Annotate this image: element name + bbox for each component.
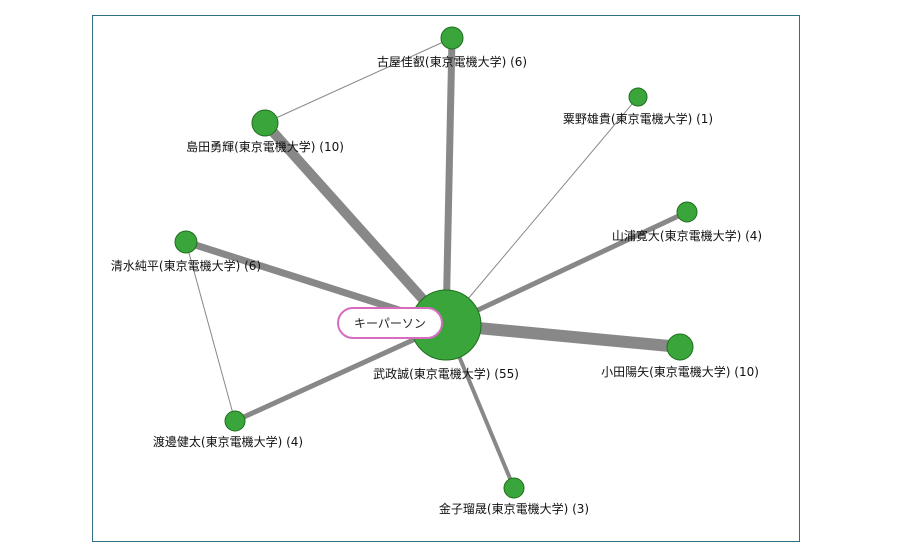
label-yamaura: 山浦寛大(東京電機大学) (4) — [612, 228, 762, 243]
node-yamaura[interactable] — [676, 201, 698, 223]
node-awano[interactable] — [628, 87, 648, 107]
key-person-badge-box — [337, 307, 443, 339]
node-furuya[interactable] — [440, 26, 464, 50]
node-shimada[interactable] — [251, 109, 279, 137]
edge-center-yamaura — [444, 209, 689, 328]
nodes-layer — [174, 26, 698, 499]
key-person-badge-text: キーパーソン — [354, 317, 426, 331]
label-shimizu: 清水純平(東京電機大学) (6) — [111, 258, 261, 273]
node-shimizu[interactable] — [174, 230, 198, 254]
label-shimada: 島田勇輝(東京電機大学) (10) — [186, 139, 344, 154]
edges-layer — [184, 37, 689, 489]
node-oda[interactable] — [666, 333, 694, 361]
edge-center-shimada — [261, 119, 450, 329]
label-oda: 小田陽矢(東京電機大学) (10) — [601, 364, 759, 379]
key-person-badge: キーパーソン — [337, 307, 443, 339]
label-watanabe: 渡邊健太(東京電機大学) (4) — [153, 434, 303, 449]
edge-center-awano — [445, 96, 639, 326]
edge-center-oda — [445, 319, 681, 353]
label-awano: 粟野雄貴(東京電機大学) (1) — [563, 111, 713, 126]
node-kaneko[interactable] — [503, 477, 525, 499]
label-furuya: 古屋佳叡(東京電機大学) (6) — [377, 54, 527, 69]
labels-layer: 古屋佳叡(東京電機大学) (6) 島田勇輝(東京電機大学) (10) 粟野雄貴(… — [111, 54, 762, 516]
node-watanabe[interactable] — [224, 410, 246, 432]
edge-furuya-shimada — [264, 37, 453, 124]
label-kaneko: 金子瑠晟(東京電機大学) (3) — [439, 501, 589, 516]
edge-center-watanabe — [233, 322, 448, 424]
edge-center-furuya — [442, 37, 456, 326]
label-center: 武政誠(東京電機大学) (55) — [373, 366, 519, 381]
edge-shimizu-watanabe — [185, 241, 236, 422]
